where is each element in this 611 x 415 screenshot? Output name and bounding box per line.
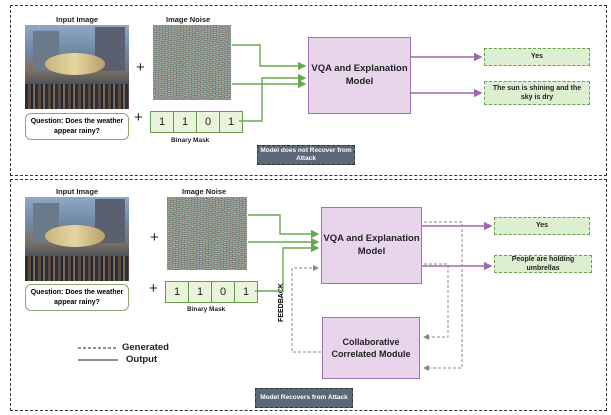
legend-generated: Generated [122, 342, 169, 353]
vqa-model-box: VQA and Explanation Model [308, 37, 411, 114]
explanation-box: The sun is shining and the sky is dry [484, 81, 590, 105]
mask-bit: 1 [227, 116, 235, 128]
plus-icon: + [134, 109, 143, 126]
mask-bit: 1 [166, 282, 189, 302]
bottom-output-arrows [422, 221, 493, 271]
image-noise-label: Image Noise [166, 15, 211, 24]
mask-bit: 0 [212, 282, 235, 302]
plus-icon: + [136, 59, 145, 76]
collaborative-module-box: Collaborative Correlated Module [322, 317, 420, 379]
bottom-panel [10, 179, 607, 411]
explanation-box: People are holding umbrellas [494, 255, 592, 273]
mask-bit: 1 [174, 112, 197, 132]
status-badge: Model Recovers from Attack [255, 388, 353, 408]
bottom-input-arrows [248, 214, 320, 292]
legend-output: Output [126, 354, 158, 365]
image-noise-label: Image Noise [182, 187, 227, 196]
binary-mask-label: Binary Mask [171, 137, 210, 144]
binary-mask: 1 1 0 1 [150, 111, 243, 133]
mask-bit: 1 [151, 112, 174, 132]
input-image [25, 197, 129, 281]
status-badge: Model does not Recover from Attack [257, 145, 355, 165]
top-panel [10, 5, 607, 176]
top-input-arrows [232, 44, 307, 122]
mask-bit: 1 [242, 286, 250, 298]
noise-image [153, 25, 231, 100]
input-image-label: Input Image [56, 15, 99, 24]
question-box: Question: Does the weather appear rainy? [25, 113, 129, 140]
answer-box: Yes [484, 48, 590, 66]
binary-mask: 1 1 0 1 [165, 281, 258, 303]
binary-mask-label: Binary Mask [187, 306, 226, 313]
noise-image [167, 197, 247, 270]
input-image [25, 25, 129, 109]
input-image-label: Input Image [56, 187, 99, 196]
plus-icon: + [149, 280, 158, 297]
vqa-model-box: VQA and Explanation Model [321, 207, 422, 284]
plus-icon: + [150, 229, 159, 246]
question-box: Question: Does the weather appear rainy? [25, 284, 129, 311]
generated-dashed-arrows [291, 221, 463, 371]
top-output-arrows [411, 52, 483, 98]
mask-bit: 0 [197, 112, 220, 132]
answer-box: Yes [494, 217, 590, 235]
mask-bit: 1 [189, 282, 212, 302]
